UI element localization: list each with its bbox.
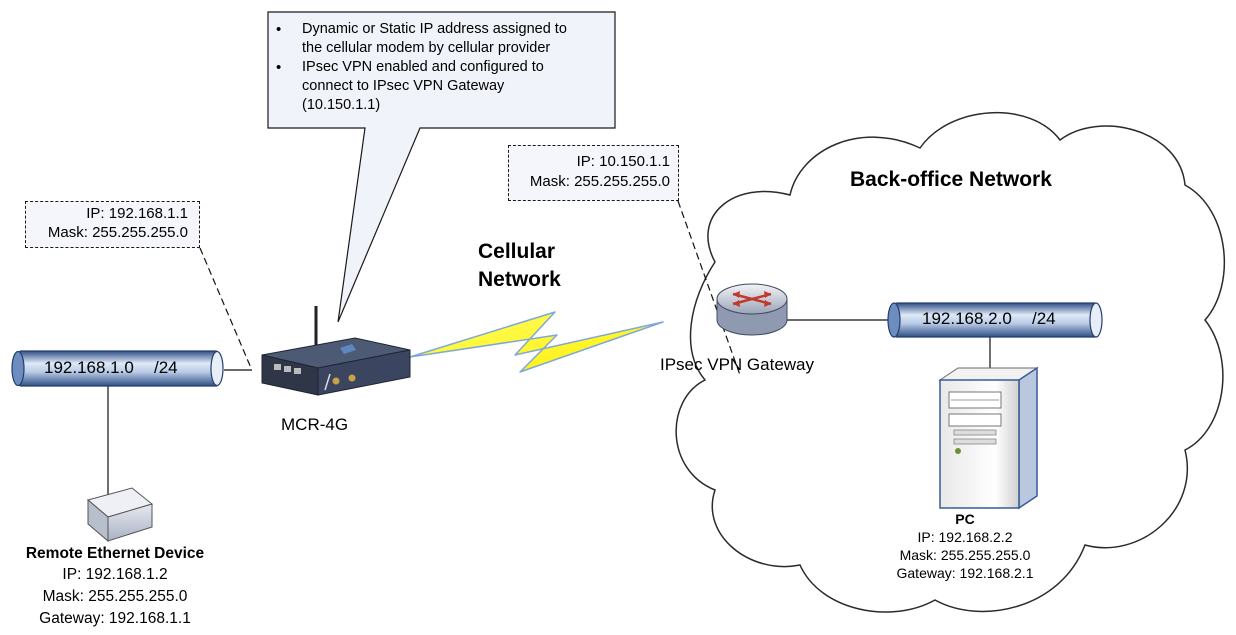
- remote-device-ip: IP: 192.168.1.2: [62, 566, 168, 583]
- callout-bullet-2-line-1: IPsec VPN enabled and configured to: [302, 59, 544, 75]
- subnet-left-prefix: /24: [154, 358, 178, 377]
- cellular-link-bolt-icon: [409, 311, 664, 373]
- cellular-network-title-line-1: Cellular: [478, 240, 556, 263]
- gateway-mask-label: Mask: 255.255.255.0: [529, 173, 670, 190]
- pc-server-icon: [938, 366, 1039, 510]
- remote-ethernet-device-icon: [86, 487, 154, 543]
- subnet-pipe-right: [887, 302, 1103, 338]
- callout-bullet-1: Dynamic or Static IP address assigned to…: [268, 20, 567, 58]
- gateway-ip-label: IP: 10.150.1.1: [576, 153, 670, 170]
- pc-name: PC: [955, 511, 975, 527]
- remote-device-name: Remote Ethernet Device: [25, 545, 205, 562]
- back-office-network-title: Back-office Network: [850, 168, 1052, 191]
- subnet-right-network: 192.168.2.0: [922, 309, 1012, 328]
- pc-mask: Mask: 255.255.255.0: [899, 547, 1031, 563]
- mcr-address-box: [25, 201, 200, 248]
- remote-device-mask: Mask: 255.255.255.0: [42, 588, 188, 605]
- ipsec-vpn-gateway-label: IPsec VPN Gateway: [660, 355, 815, 374]
- callout-notes: Dynamic or Static IP address assigned to…: [268, 20, 567, 115]
- pc-ip: IP: 192.168.2.2: [917, 529, 1013, 545]
- mcr-mask-label: Mask: 255.255.255.0: [47, 224, 188, 241]
- gateway-address-box: [508, 145, 679, 201]
- leader-line-gateway: [677, 200, 741, 376]
- leader-line-mcr: [199, 247, 252, 369]
- subnet-right-prefix: /24: [1032, 309, 1056, 328]
- subnet-pipe-left: [11, 350, 224, 387]
- subnet-left-network: 192.168.1.0: [44, 358, 134, 377]
- back-office-cloud: [675, 112, 1226, 613]
- router-icon: [716, 283, 788, 336]
- callout-bullet-1-line-1: Dynamic or Static IP address assigned to: [302, 21, 567, 37]
- callout-bullet-1-line-2: the cellular modem by cellular provider: [302, 40, 551, 56]
- callout-bullet-2-line-2: connect to IPsec VPN Gateway: [302, 78, 505, 94]
- mcr-ip-label: IP: 192.168.1.1: [86, 205, 188, 222]
- callout-bullet-2-line-3: (10.150.1.1): [302, 97, 381, 113]
- remote-device-gateway: Gateway: 192.168.1.1: [39, 610, 191, 627]
- callout-bullet-2: IPsec VPN enabled and configured to conn…: [268, 58, 567, 115]
- mcr-4g-label: MCR-4G: [281, 415, 349, 434]
- mcr-4g-modem-icon: [261, 306, 411, 396]
- cellular-network-title-line-2: Network: [478, 268, 561, 291]
- pc-gateway: Gateway: 192.168.2.1: [896, 565, 1034, 581]
